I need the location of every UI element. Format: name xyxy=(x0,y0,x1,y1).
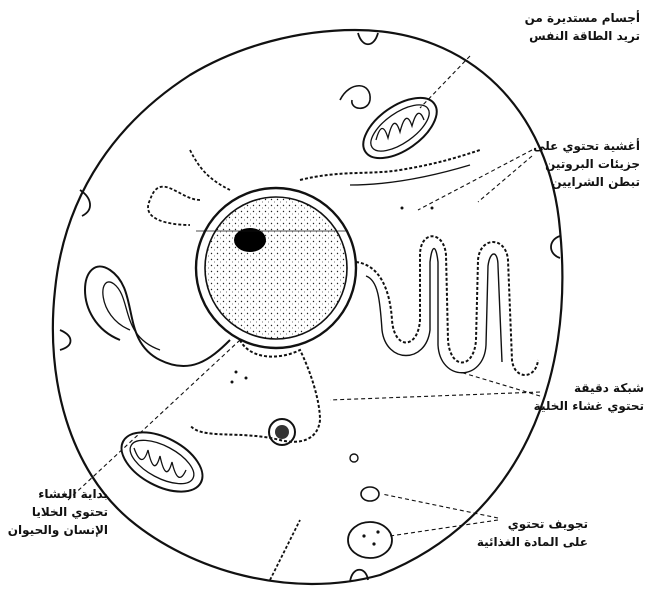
golgi-top xyxy=(300,150,480,180)
mitochondrion-top xyxy=(353,86,447,170)
nucleolus xyxy=(234,228,266,252)
vacuole-large xyxy=(348,522,392,558)
label-top-right-line-2: تريد الطاقة النفس xyxy=(529,29,640,43)
rough-er-inner xyxy=(366,249,502,373)
label-right-middle: شبكة دقيقة تحتوي غشاء الخلية xyxy=(534,381,644,414)
label-left-lower: بداية الغشاء تحتوي الخلايا الإنسان والحي… xyxy=(8,487,108,538)
vacuole-medium xyxy=(361,487,379,501)
label-left-lower-line-3: الإنسان والحيوان xyxy=(8,523,108,538)
label-right-upper: أغشية تحتوي على جزيئات البروتين تبطن الش… xyxy=(533,138,640,189)
label-right-lower: تجويف تحتوي على المادة الغذائية xyxy=(477,517,588,549)
vacuole-small xyxy=(350,454,358,462)
label-right-upper-line-3: تبطن الشرايين xyxy=(551,175,640,189)
label-right-lower-line-2: على المادة الغذائية xyxy=(477,535,588,549)
label-right-middle-line-2: تحتوي غشاء الخلية xyxy=(534,399,644,414)
bottom-tubule xyxy=(270,520,300,580)
label-right-lower-line-1: تجويف تحتوي xyxy=(508,517,588,532)
membrane-notch-right xyxy=(551,236,560,258)
vesicle-curl xyxy=(340,86,370,109)
label-left-lower-line-1: بداية الغشاء xyxy=(38,487,108,501)
nucleus xyxy=(196,188,356,348)
label-right-middle-line-1: شبكة دقيقة xyxy=(574,381,644,395)
membrane-notch-left2 xyxy=(60,330,71,350)
rough-er-folds xyxy=(356,236,538,375)
label-left-lower-line-2: تحتوي الخلايا xyxy=(32,505,108,520)
label-top-right: أجسام مستديرة من تريد الطاقة النفس xyxy=(525,10,640,43)
label-right-upper-line-1: أغشية تحتوي على xyxy=(533,138,640,154)
label-right-upper-line-2: جزيئات البروتين xyxy=(545,157,640,172)
membrane-notch-top xyxy=(358,33,378,44)
label-top-right-line-1: أجسام مستديرة من xyxy=(525,10,640,26)
er-lower-tubule xyxy=(190,340,320,442)
mitochondrion-bottom xyxy=(112,420,212,504)
